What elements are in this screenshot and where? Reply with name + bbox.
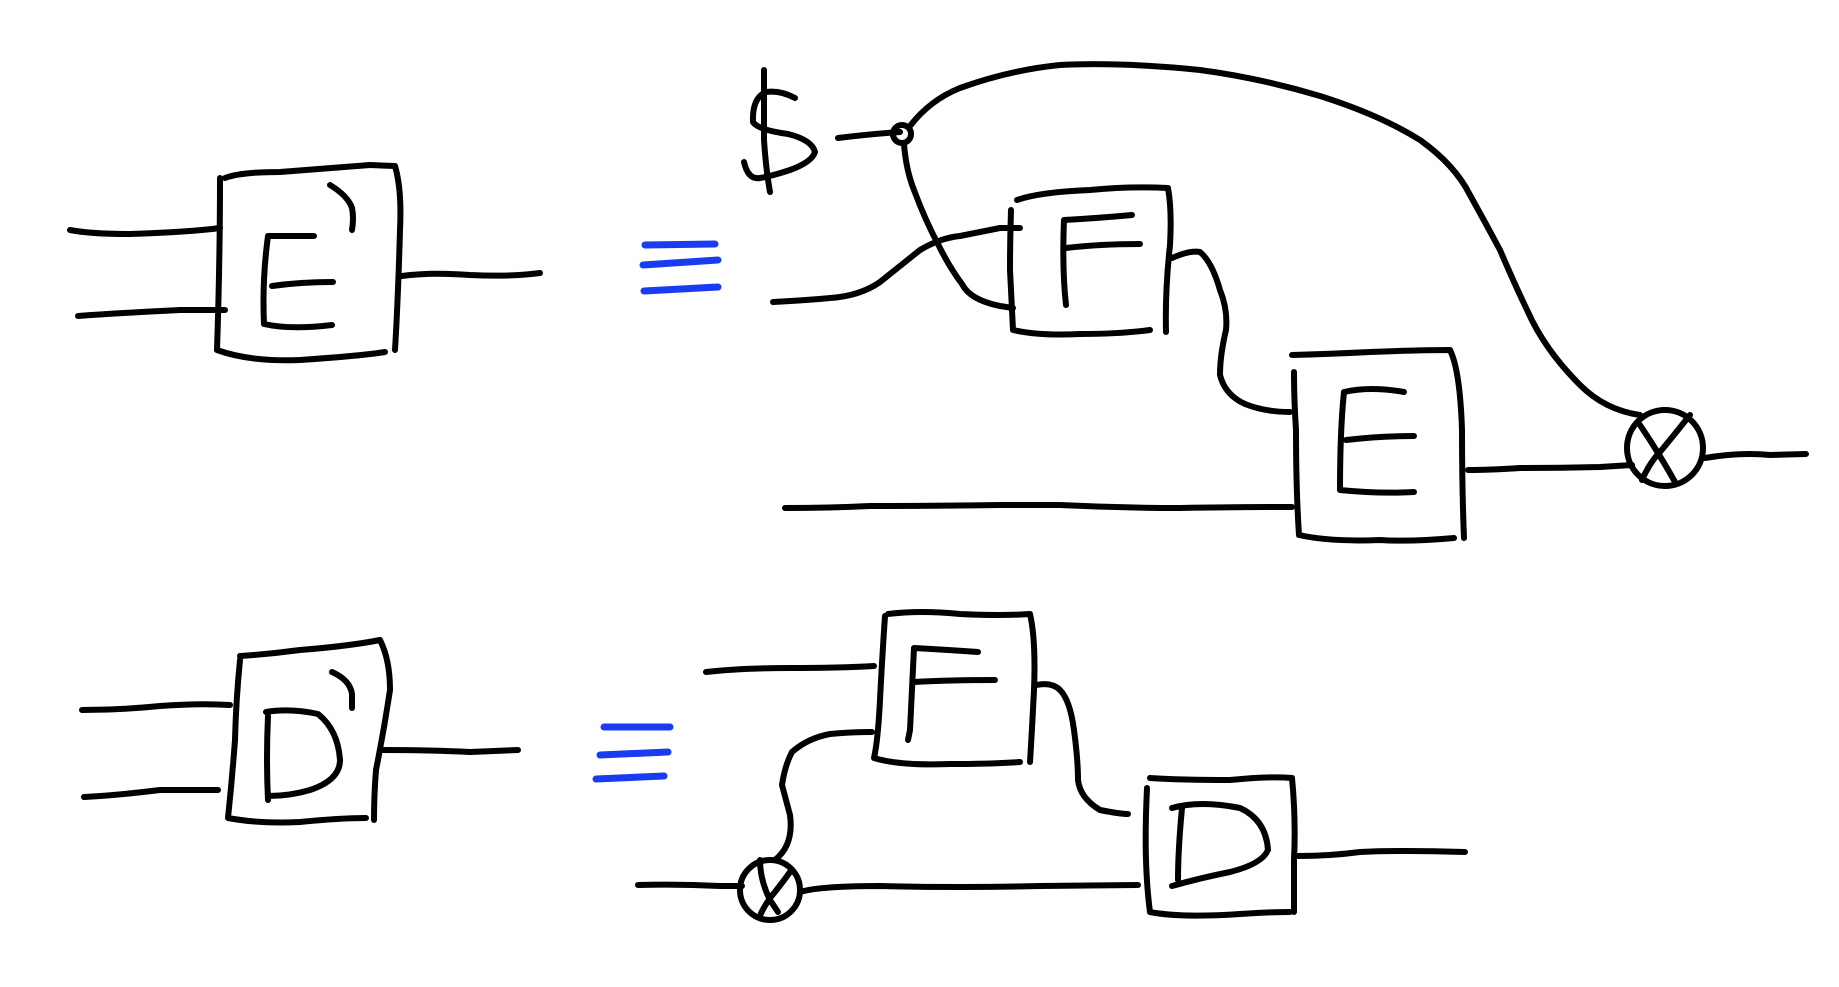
plaintext-wire <box>782 502 1295 511</box>
f-letter-top <box>1060 212 1143 308</box>
lhs-e-prime-input-wire-1 <box>67 225 223 237</box>
lhs-d-prime-gate <box>79 637 521 826</box>
message-input-wire <box>770 225 1023 305</box>
equals-sign-bottom <box>592 723 674 783</box>
f-to-xor-wire <box>772 729 875 863</box>
lhs-e-prime-prime-mark <box>327 182 356 233</box>
f-to-d-wire <box>1033 681 1131 817</box>
lhs-e-prime-letter-e <box>260 233 336 331</box>
lhs-d-prime-output-wire <box>377 747 521 755</box>
arc-to-xor <box>907 61 1643 418</box>
f-box-top <box>1007 207 1153 338</box>
lhs-d-prime-input-wire-2 <box>81 787 221 800</box>
equals-sign-top <box>639 240 722 295</box>
lhs-e-prime-box <box>214 175 388 364</box>
lhs-e-prime-output-wire <box>399 270 543 279</box>
xor-output-wire-top <box>1702 451 1809 461</box>
xor-to-d-wire <box>797 882 1141 895</box>
rhs-decryption-circuit <box>635 609 1468 923</box>
ciphertext-input-wire <box>635 881 745 889</box>
f-box-bottom <box>871 613 1023 768</box>
key-to-f-wire <box>901 141 1016 311</box>
lhs-e-prime-gate <box>67 162 543 364</box>
dollar-sign <box>741 88 818 182</box>
key-input-wire-bottom <box>703 663 877 675</box>
f-to-e-wire <box>1169 248 1293 415</box>
d-box-rhs <box>1142 785 1293 919</box>
xor-gate-top <box>1624 407 1706 489</box>
e-letter-rhs <box>1337 386 1417 496</box>
lhs-d-prime-input-wire-1 <box>79 701 233 713</box>
lhs-e-prime-input-wire-2 <box>75 307 228 319</box>
e-box-rhs <box>1291 369 1457 544</box>
lhs-d-prime-letter-d <box>263 707 343 803</box>
xor-gate-bottom <box>737 857 803 923</box>
rhs-encryption-circuit <box>741 61 1809 544</box>
d-output-wire <box>1295 848 1468 859</box>
f-letter-bottom <box>905 645 998 743</box>
e-to-xor-wire <box>1465 462 1635 473</box>
lhs-d-prime-prime-mark <box>329 669 355 711</box>
lhs-d-prime-box <box>225 657 369 826</box>
d-letter-rhs <box>1169 801 1271 889</box>
